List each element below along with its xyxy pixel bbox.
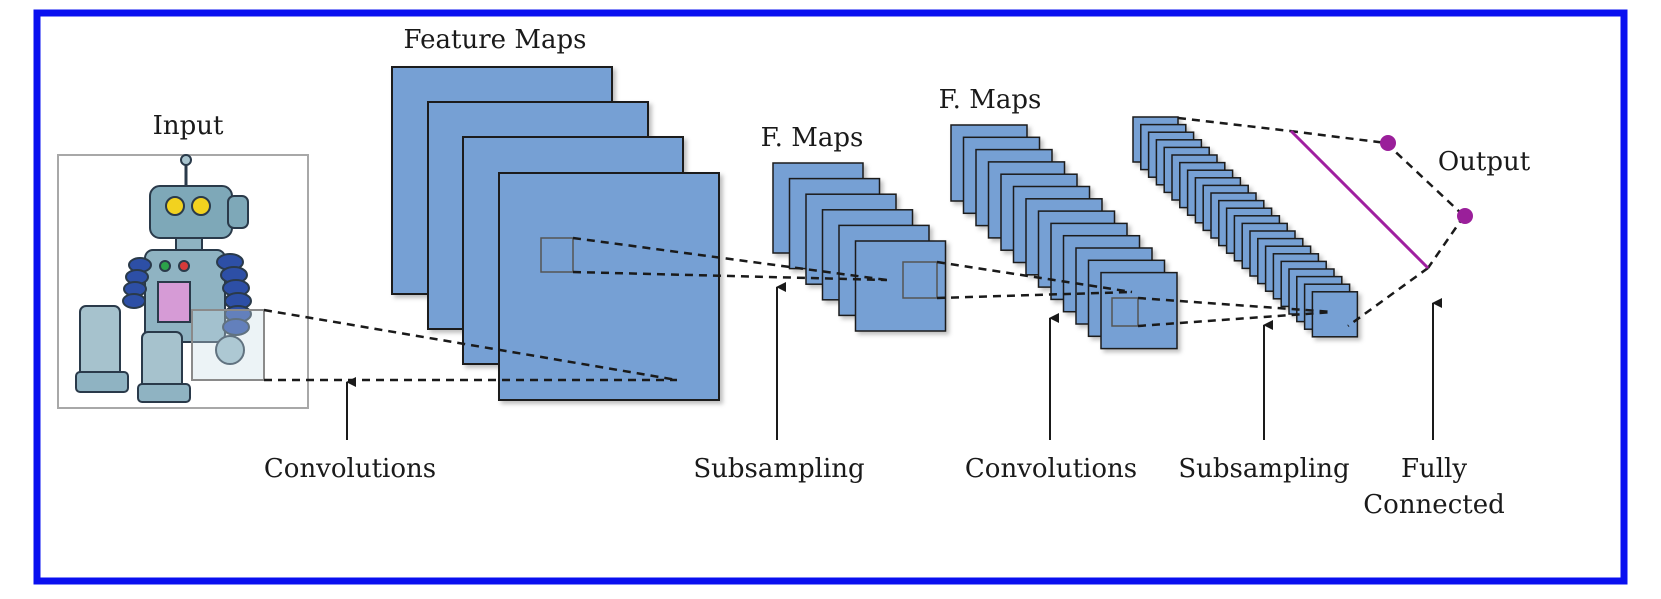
feature-map bbox=[1311, 291, 1359, 338]
f-maps-label-2: F. Maps bbox=[939, 85, 1042, 115]
fully-connected-label-line2: Connected bbox=[1363, 490, 1504, 520]
dashed-connections bbox=[263, 116, 1466, 382]
subsample-maps-stack-1 bbox=[772, 162, 947, 332]
conv-maps-stack-2 bbox=[950, 124, 1178, 350]
fully-connected-label-line1: Fully bbox=[1401, 454, 1467, 484]
subsample-maps-stack-2 bbox=[1132, 116, 1359, 338]
feature-maps-label: Feature Maps bbox=[404, 25, 587, 55]
subsampling-label-1: Subsampling bbox=[693, 454, 864, 484]
fm3-receptive-field bbox=[1111, 297, 1139, 327]
feature-map bbox=[498, 172, 720, 401]
subsampling-label-2: Subsampling bbox=[1178, 454, 1349, 484]
input-receptive-field bbox=[191, 309, 265, 381]
convolutions-label-2: Convolutions bbox=[965, 454, 1137, 484]
arrows bbox=[346, 282, 1442, 440]
input-label: Input bbox=[153, 111, 224, 141]
robot-icon bbox=[75, 154, 252, 403]
output-node bbox=[1457, 208, 1473, 224]
output-label: Output bbox=[1438, 147, 1531, 177]
feature-map bbox=[1100, 271, 1178, 350]
fm2-receptive-field bbox=[902, 261, 938, 299]
outer-frame bbox=[33, 9, 1628, 585]
feature-maps-stack bbox=[391, 66, 720, 401]
output-node bbox=[1380, 135, 1396, 151]
fm1-receptive-field bbox=[540, 237, 574, 273]
fully-connected-line bbox=[1289, 129, 1430, 270]
f-maps-label-1: F. Maps bbox=[761, 123, 864, 153]
convolutions-label-1: Convolutions bbox=[264, 454, 436, 484]
feature-map bbox=[854, 240, 947, 332]
